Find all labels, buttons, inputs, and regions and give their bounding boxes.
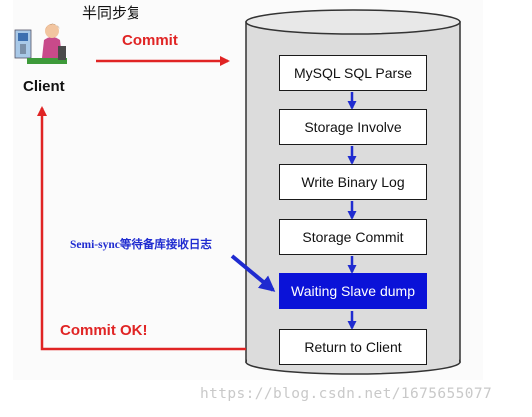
watermark-text: https://blog.csdn.net/1675655077 <box>200 386 493 402</box>
client-user-icon <box>14 23 67 64</box>
semi-sync-annotation: Semi-sync等待备库接收日志 <box>70 239 212 251</box>
step-storage-involve: Storage Involve <box>279 109 427 145</box>
step-storage-commit: Storage Commit <box>279 219 427 255</box>
commit-ok-label: Commit OK! <box>60 322 148 339</box>
step-write-binary-log: Write Binary Log <box>279 164 427 200</box>
client-label: Client <box>23 78 65 95</box>
step-return-to-client: Return to Client <box>279 329 427 365</box>
commit-ok-arrow <box>37 106 246 351</box>
commit-label: Commit <box>122 32 178 49</box>
step-mysql-sql-parse: MySQL SQL Parse <box>279 55 427 91</box>
caption-text: 半同步复制 <box>82 4 138 22</box>
annotation-arrow <box>230 254 276 292</box>
step-waiting-slave-dump: Waiting Slave dump <box>279 273 427 309</box>
